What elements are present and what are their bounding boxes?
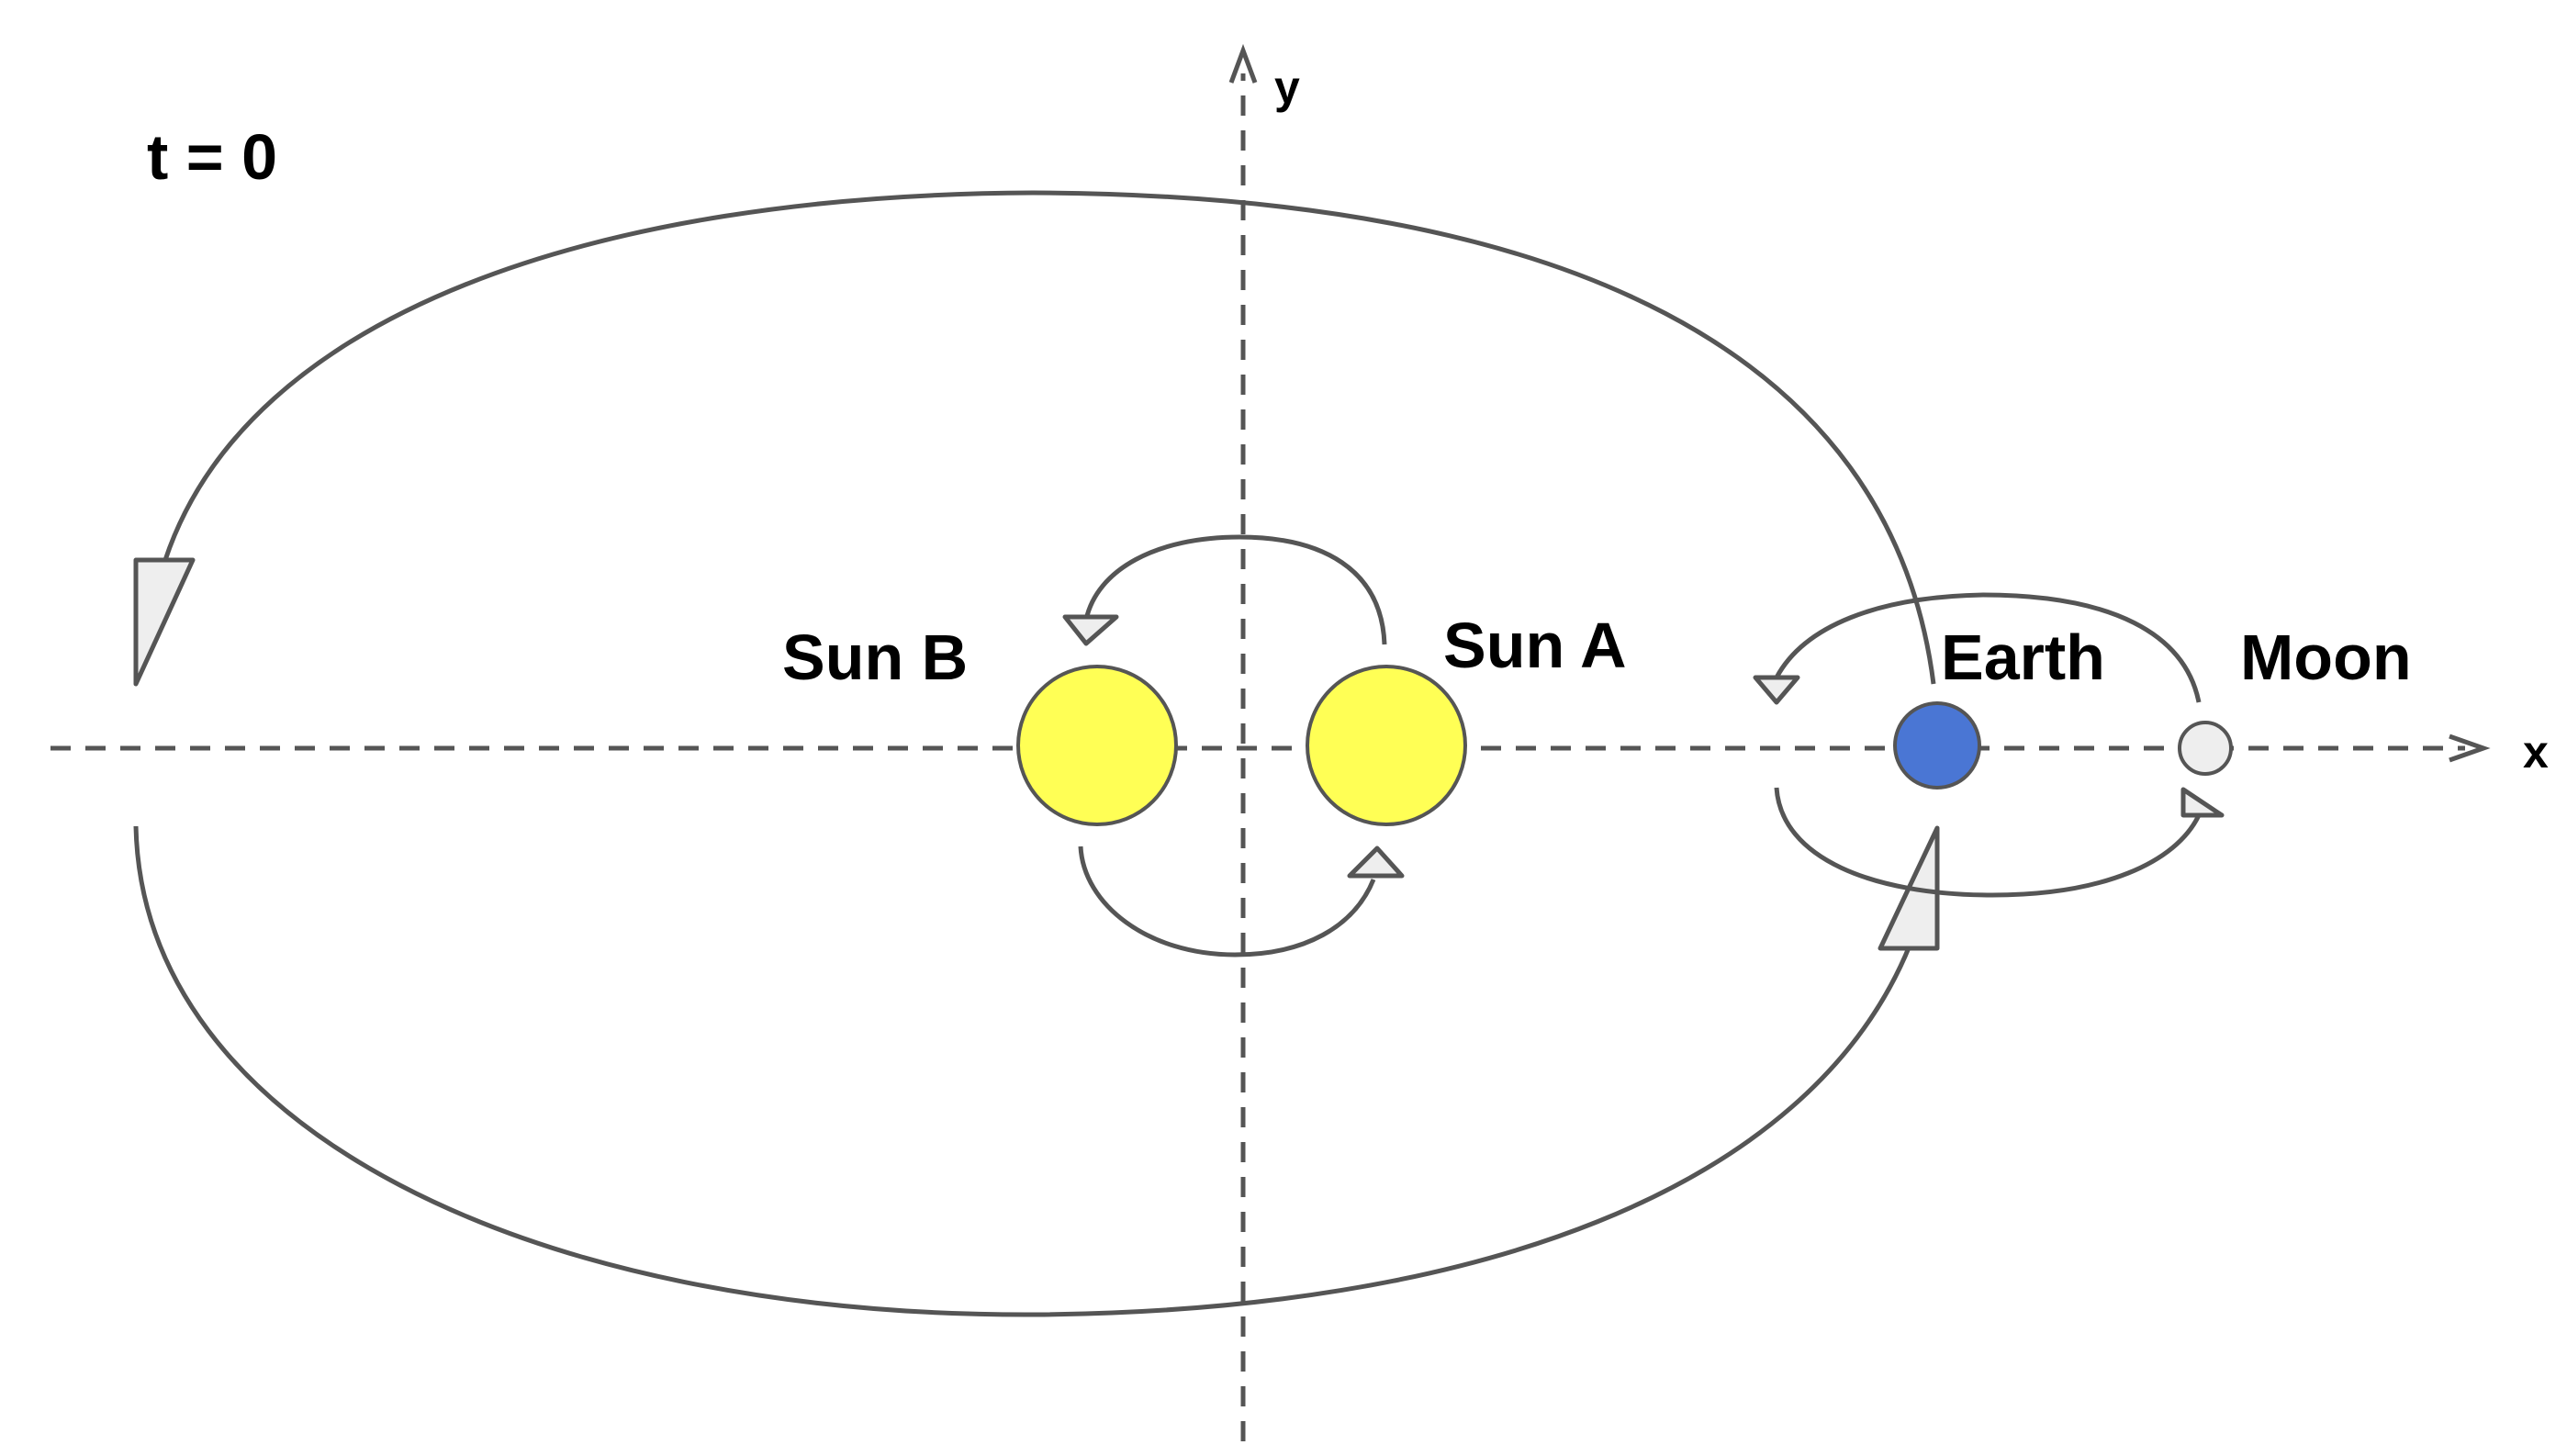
x-axis-label: x xyxy=(2523,726,2549,778)
moon-orbit-upper xyxy=(1774,592,2202,703)
outer-orbit-arrowhead-left xyxy=(133,557,196,687)
y-axis-arrow xyxy=(1228,43,1258,84)
sun-orbit-arrowhead-top xyxy=(1062,614,1119,646)
time-label: t = 0 xyxy=(147,121,277,193)
sun-a-label: Sun A xyxy=(1443,610,1627,681)
sun-b xyxy=(1016,665,1178,826)
outer-orbit-lower xyxy=(133,825,1912,1317)
outer-orbit-upper xyxy=(163,190,1936,685)
earth-label: Earth xyxy=(1941,622,2105,693)
earth xyxy=(1893,701,1981,790)
y-axis-label: y xyxy=(1274,62,1300,113)
moon xyxy=(2178,721,2233,776)
moon-orbit-arrowhead-right xyxy=(2180,787,2225,818)
sun-orbit-lower xyxy=(1078,846,1376,958)
sun-orbit-upper xyxy=(1083,534,1387,645)
x-axis-arrow xyxy=(2449,734,2491,763)
moon-orbit-lower xyxy=(1774,787,2202,898)
sun-orbit-arrowhead-bottom xyxy=(1347,846,1405,879)
sun-a xyxy=(1306,665,1467,826)
moon-label: Moon xyxy=(2240,622,2412,693)
sun-b-label: Sun B xyxy=(782,622,968,693)
moon-orbit-arrowhead-left xyxy=(1753,675,1800,705)
